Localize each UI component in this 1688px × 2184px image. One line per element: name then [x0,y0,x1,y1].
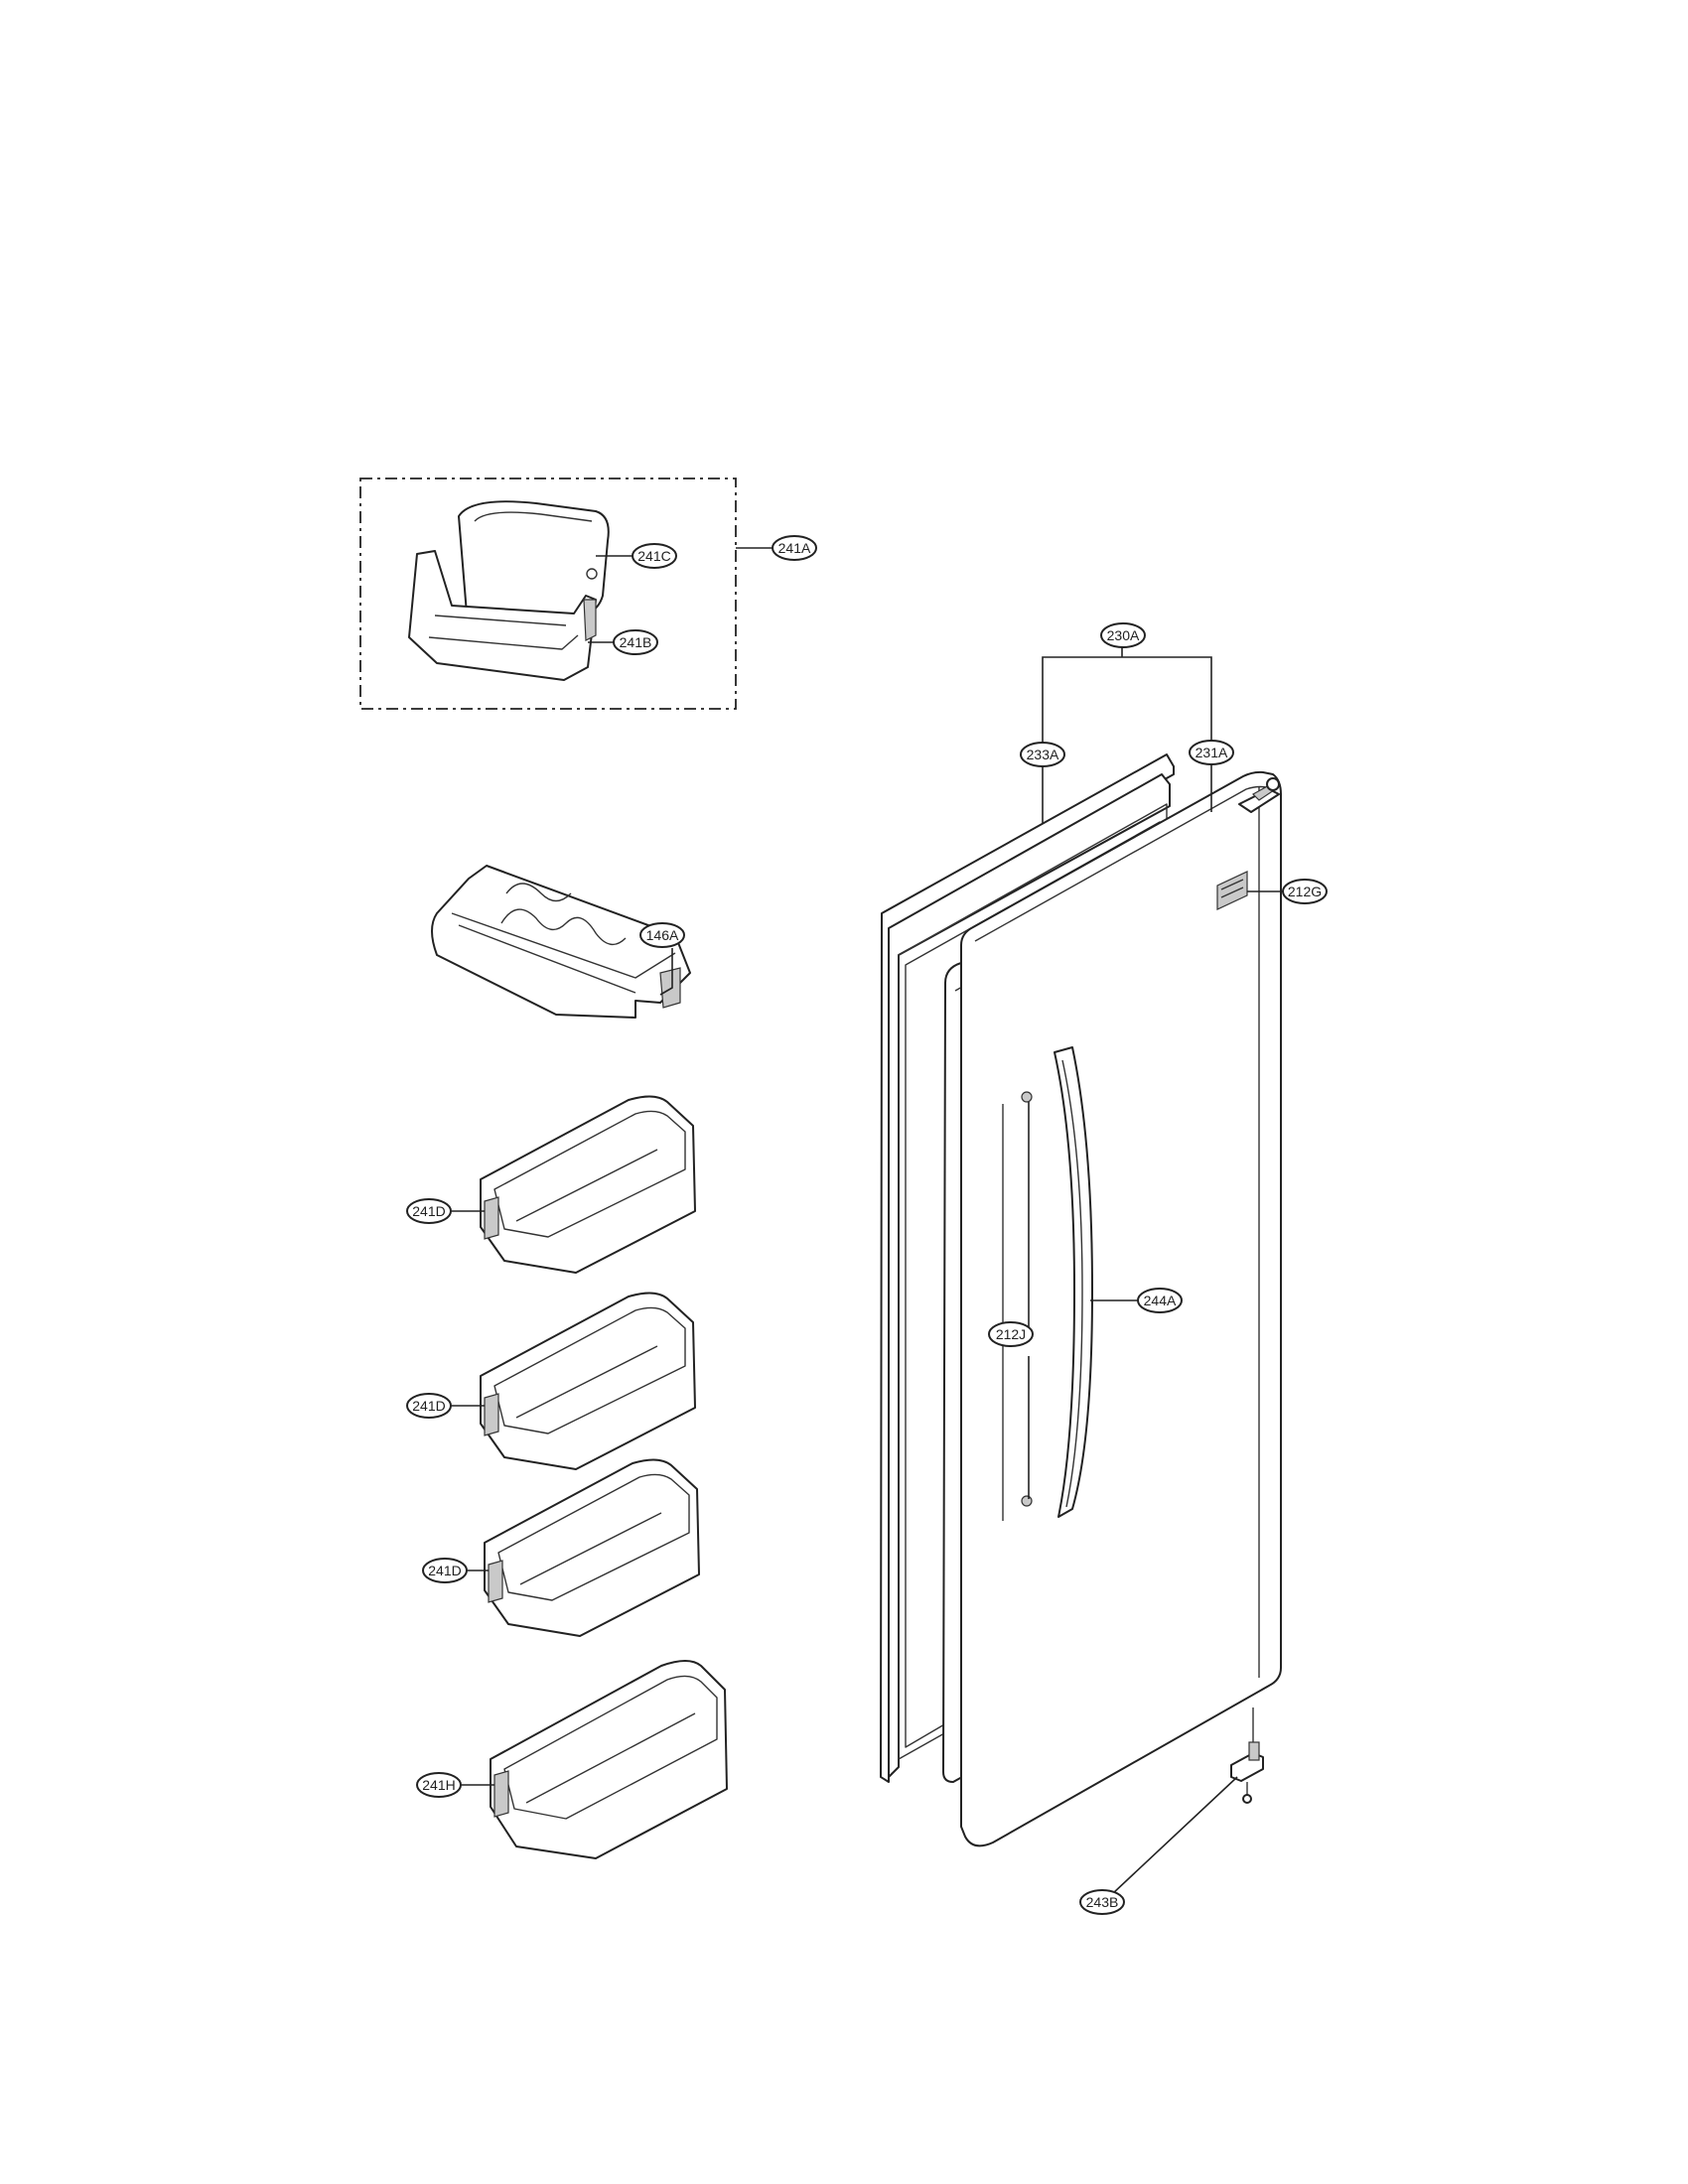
top-hinge [1238,777,1280,813]
callout-244A: 244A [1137,1288,1183,1313]
bin-146A [431,865,691,1019]
callout-241D-2: 241D [406,1393,452,1419]
callout-231A: 231A [1189,740,1234,765]
callout-label: 241C [637,548,670,564]
callout-label: 231A [1196,745,1228,760]
door-handle [1054,1046,1093,1518]
brand-badge [1216,871,1248,910]
dashed-group-box [359,478,737,710]
callout-230A: 230A [1100,622,1146,648]
callout-label: 241D [428,1563,461,1578]
assembly-241A-group [359,478,737,710]
door-bin-3 [484,1458,700,1637]
callout-label: 241B [620,634,652,650]
callout-label: 241H [422,1777,455,1793]
bottom-hinge [1230,1707,1264,1804]
dairy-bin [408,550,597,681]
callout-label: 241A [778,540,811,556]
callout-241D-1: 241D [406,1198,452,1224]
callout-233A: 233A [1020,742,1065,767]
door-bin-241H [490,1660,728,1859]
callout-label: 212G [1288,884,1322,899]
handle-mount-area [1002,1091,1033,1521]
callout-241B: 241B [613,629,658,655]
callout-212J: 212J [988,1321,1034,1347]
callout-label: 233A [1027,747,1059,762]
callout-label: 230A [1107,627,1140,643]
callout-label: 243B [1086,1894,1119,1910]
callout-label: 241D [412,1398,445,1414]
callout-label: 146A [646,927,679,943]
callout-241A: 241A [772,535,817,561]
callout-241C: 241C [632,543,677,569]
callout-label: 241D [412,1203,445,1219]
door-bin-1 [480,1095,696,1274]
callout-243B: 243B [1079,1889,1125,1915]
door-bin-2 [480,1292,696,1470]
callout-241D-3: 241D [422,1558,468,1583]
callout-label: 244A [1144,1293,1177,1308]
callout-241H: 241H [416,1772,462,1798]
leader-lines [451,547,1283,1895]
door-outer-panel [960,770,1282,1847]
callout-label: 212J [996,1326,1026,1342]
callout-212G: 212G [1282,879,1328,904]
callout-146A: 146A [639,922,685,948]
